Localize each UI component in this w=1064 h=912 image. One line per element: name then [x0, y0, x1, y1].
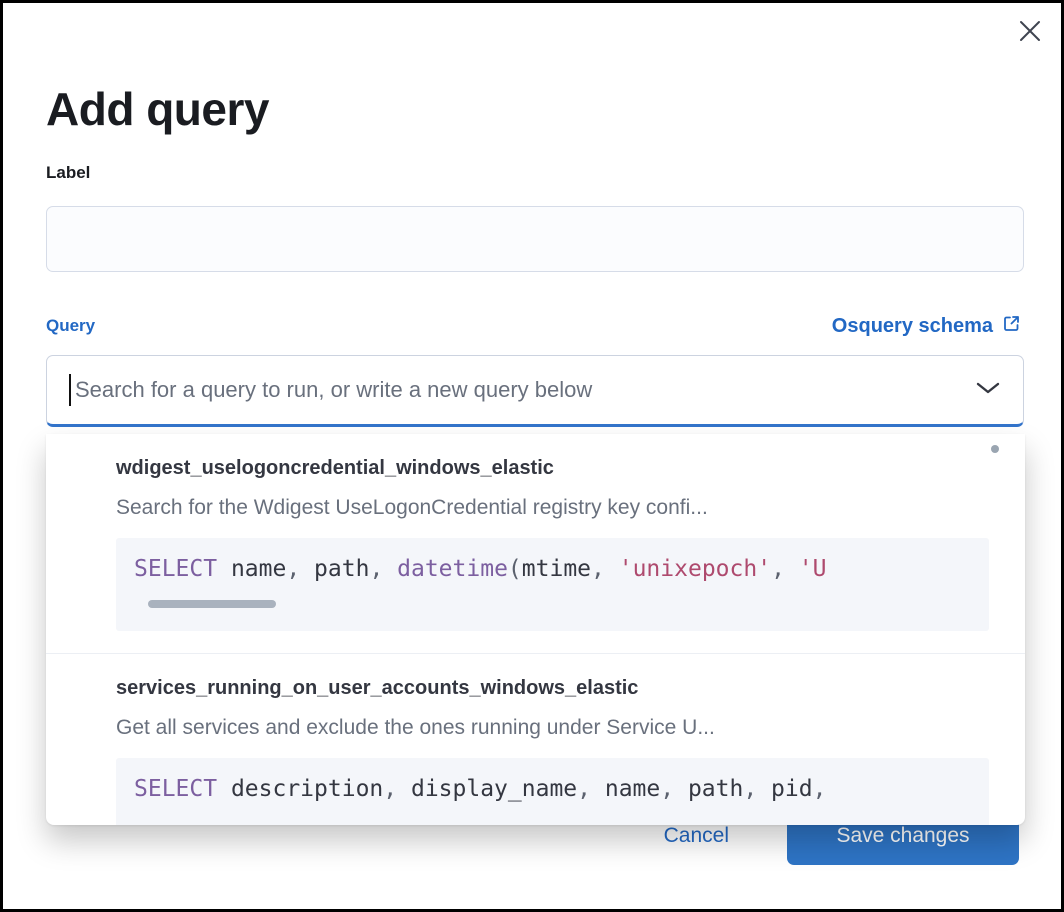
- code-token: ,: [660, 776, 688, 802]
- code-token: ,: [812, 776, 827, 802]
- code-token: ,: [286, 556, 315, 582]
- code-token: SELECT: [134, 556, 218, 582]
- code-token: ,: [771, 556, 799, 582]
- code-token: 'unixepoch': [618, 556, 772, 582]
- code-token: name: [604, 776, 661, 802]
- label-field-label: Label: [46, 163, 91, 182]
- option-code-block: SELECT description, display_name, name, …: [116, 758, 989, 825]
- osquery-schema-link[interactable]: Osquery schema: [832, 314, 1021, 339]
- vertical-scrollbar-thumb[interactable]: [991, 445, 999, 453]
- code-token: description: [217, 776, 384, 802]
- code-token: 'U: [798, 556, 827, 582]
- cancel-button[interactable]: Cancel: [658, 823, 735, 849]
- option-code-block: SELECT name, path, datetime(mtime, 'unix…: [116, 538, 989, 631]
- code-token: name: [217, 556, 287, 582]
- close-icon: [1016, 17, 1044, 48]
- code-token: ,: [743, 776, 772, 802]
- code-token: datetime: [397, 556, 508, 582]
- code-token: display_name: [410, 776, 578, 802]
- query-options-dropdown: wdigest_uselogoncredential_windows_elast…: [46, 434, 1025, 825]
- code-token: SELECT: [134, 776, 218, 802]
- option-description: Search for the Wdigest UseLogonCredentia…: [116, 496, 708, 519]
- option-code: SELECT description, display_name, name, …: [134, 776, 971, 803]
- external-link-icon: [1002, 314, 1021, 339]
- code-token: (: [507, 556, 522, 582]
- code-hscrollbar[interactable]: [134, 600, 971, 608]
- option-code: SELECT name, path, datetime(mtime, 'unix…: [134, 556, 971, 583]
- query-search-input[interactable]: [73, 376, 965, 404]
- query-option[interactable]: wdigest_uselogoncredential_windows_elast…: [46, 434, 1025, 653]
- query-options-list: wdigest_uselogoncredential_windows_elast…: [46, 434, 1025, 825]
- code-token: ,: [369, 556, 398, 582]
- query-combobox[interactable]: [46, 355, 1024, 427]
- query-option[interactable]: services_running_on_user_accounts_window…: [46, 653, 1025, 825]
- option-description: Get all services and exclude the ones ru…: [116, 716, 715, 739]
- text-cursor: [69, 374, 71, 406]
- code-token: ,: [591, 556, 619, 582]
- code-token: pid: [771, 776, 813, 802]
- code-token: ,: [577, 776, 605, 802]
- code-token: mtime: [521, 556, 592, 582]
- code-token: path: [314, 556, 370, 582]
- option-title: services_running_on_user_accounts_window…: [116, 677, 639, 699]
- option-title: wdigest_uselogoncredential_windows_elast…: [116, 457, 554, 479]
- chevron-down-icon[interactable]: [975, 380, 1001, 401]
- code-token: ,: [383, 776, 411, 802]
- label-input[interactable]: [46, 206, 1024, 272]
- query-field-label: Query: [46, 316, 96, 335]
- close-button[interactable]: [1015, 17, 1045, 47]
- modal-title: Add query: [46, 82, 269, 135]
- code-token: path: [687, 776, 744, 802]
- osquery-schema-link-label: Osquery schema: [831, 315, 993, 337]
- horizontal-scrollbar-thumb[interactable]: [148, 600, 276, 608]
